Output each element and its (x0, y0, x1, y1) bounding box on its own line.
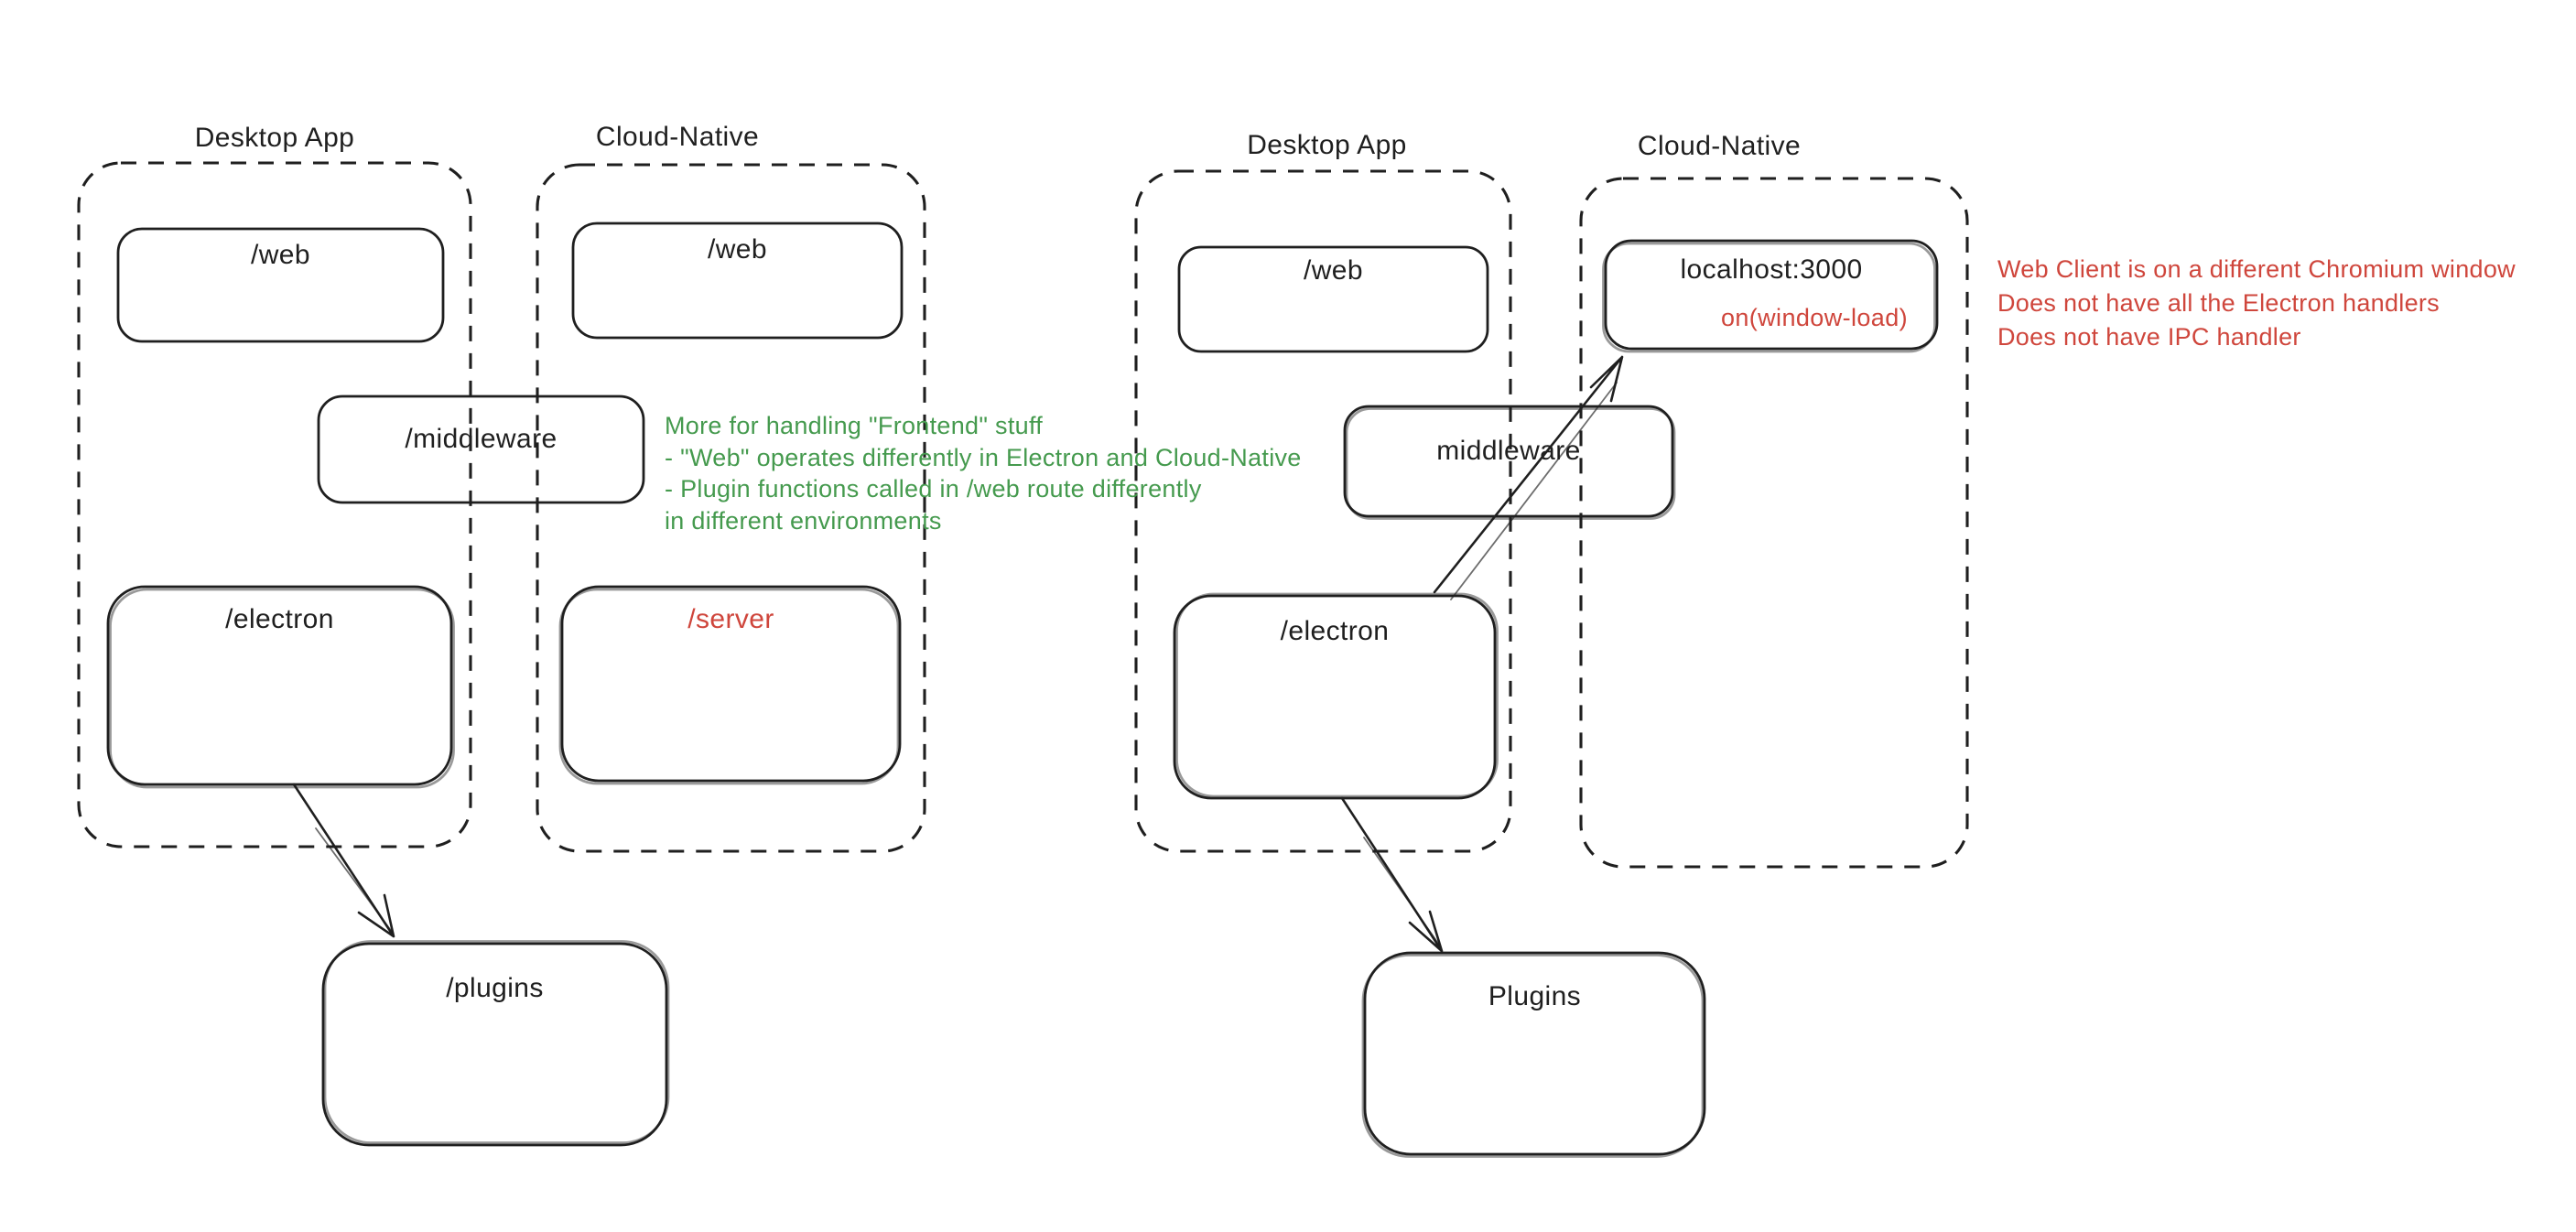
desktop-app-label-left: Desktop App (194, 123, 355, 153)
plugins-box-left-label: /plugins (446, 973, 544, 1003)
middleware-box-right[interactable] (1343, 405, 1674, 518)
middleware-note-line: - "Web" operates differently in Electron… (665, 443, 1302, 471)
web-box-left-cloud-label: /web (708, 234, 767, 265)
desktop-app-label-right: Desktop App (1247, 130, 1407, 160)
web-box-left-desktop-label: /web (251, 240, 310, 270)
plugins-box-right[interactable] (1363, 951, 1706, 1156)
middleware-box-left[interactable] (317, 394, 645, 504)
electron-box-left[interactable] (106, 585, 453, 786)
server-box-left[interactable] (560, 585, 902, 783)
electron-box-right-label: /electron (1280, 616, 1390, 646)
cloud-native-label-left: Cloud-Native (595, 122, 760, 152)
middleware-note-line: More for handling "Frontend" stuff (665, 412, 1044, 439)
web-box-left-cloud[interactable] (571, 222, 904, 340)
electron-box-right[interactable] (1173, 594, 1497, 800)
cloud-native-frame-right[interactable] (1579, 177, 1969, 869)
middleware-note-line: - Plugin functions called in /web route … (665, 475, 1202, 503)
localhost-box-label: localhost:3000 (1680, 254, 1863, 285)
localhost-box-right[interactable] (1604, 239, 1939, 351)
cloud-native-frame-left[interactable] (536, 163, 926, 853)
window-load-label: on(window-load) (1720, 304, 1909, 331)
web-client-note-line: Does not have all the Electron handlers (1997, 289, 2440, 317)
web-box-right-desktop[interactable] (1177, 245, 1489, 353)
cloud-native-label-right: Cloud-Native (1637, 131, 1802, 161)
arrow-electron-to-localhost-right[interactable] (1433, 355, 1624, 594)
desktop-app-frame-left[interactable] (77, 161, 472, 848)
middleware-box-left-label: /middleware (405, 424, 557, 454)
desktop-app-frame-right[interactable] (1134, 169, 1512, 853)
middleware-note: More for handling "Frontend" stuff - "We… (665, 410, 1302, 536)
web-client-note-line: Web Client is on a different Chromium wi… (1997, 255, 2516, 283)
middleware-note-line: in different environments (665, 506, 942, 535)
web-box-right-desktop-label: /web (1304, 255, 1363, 286)
plugins-box-right-label: Plugins (1488, 981, 1582, 1011)
server-box-left-label: /server (687, 604, 774, 634)
plugins-box-left-resketch (323, 940, 670, 1144)
arrow-electron-to-plugins-right-sketch (1363, 837, 1440, 946)
middleware-box-right-label: middleware (1436, 436, 1581, 466)
web-client-note: Web Client is on a different Chromium wi… (1997, 253, 2516, 354)
arrow-electron-to-plugins-left-sketch (315, 827, 393, 933)
electron-box-left-label: /electron (225, 604, 334, 634)
arrow-electron-to-localhost-right-sketch (1450, 382, 1618, 600)
web-box-left-desktop[interactable] (116, 227, 445, 343)
plugins-box-left[interactable] (321, 942, 668, 1147)
web-client-note-line: Does not have IPC handler (1997, 323, 2301, 351)
